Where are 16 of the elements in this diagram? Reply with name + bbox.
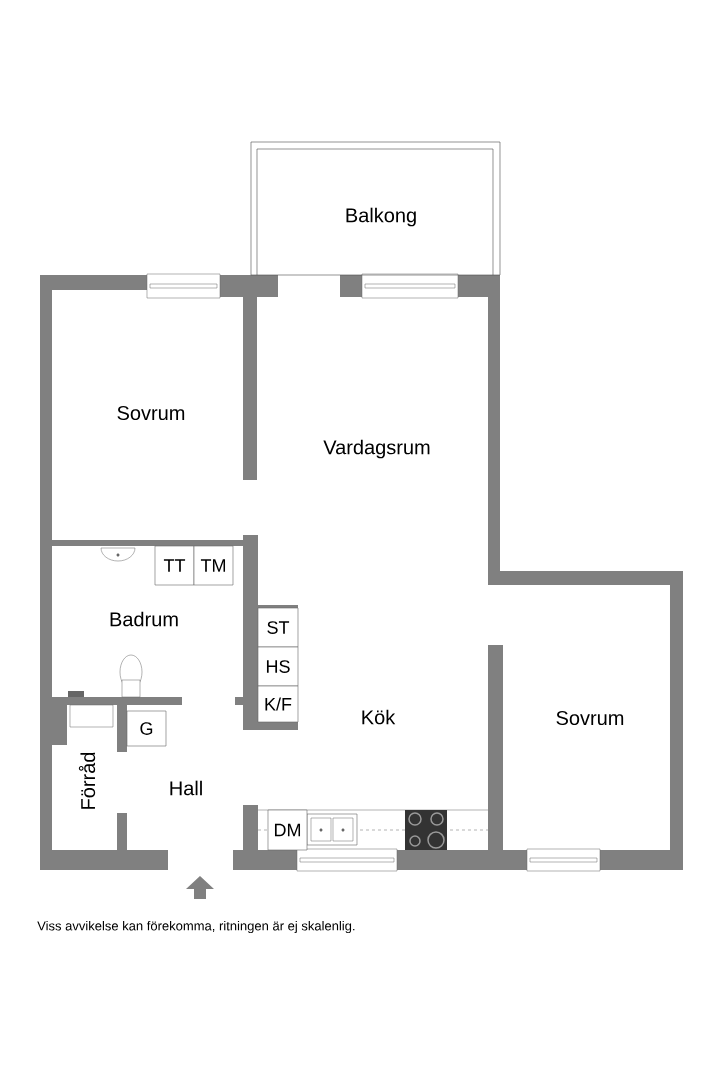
appliance-box: K/F [257,685,299,723]
room-label: Förråd [78,752,96,809]
room-label: Badrum [110,611,178,627]
room-label: Sovrum [117,405,185,421]
room-label: Sovrum [556,710,624,726]
room-label: Vardagsrum [323,439,430,459]
appliance-box: HS [257,646,299,687]
room-label: Kök [362,709,396,725]
room-label: Balkong [346,207,416,227]
appliance-box: G [126,710,167,747]
room-label: Hall [170,780,202,796]
appliance-box: TT [154,545,195,586]
appliance-box: DM [267,809,308,851]
caption: Viss avvikelse kan förekomma, ritningen är ej skalenlig. [37,920,355,934]
appliance-box: TM [193,545,234,586]
appliance-box: ST [257,607,299,648]
